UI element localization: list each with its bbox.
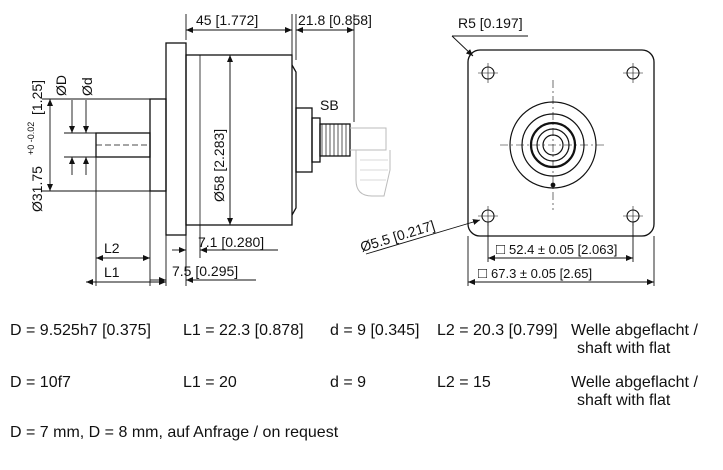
spec-row-2-L2: L2 = 15 xyxy=(437,374,491,391)
spec-row-1: D = 9.525h7 [0.375] L1 = 22.3 [0.878] d … xyxy=(0,322,723,366)
dimension-21-8 xyxy=(295,14,355,122)
flange xyxy=(165,42,187,236)
connector-sb xyxy=(295,107,391,197)
dimension-r5 xyxy=(451,35,528,57)
spec-row-1-note-line-2: shaft with flat xyxy=(577,340,671,357)
shaft-hub xyxy=(149,98,167,192)
label-D: ØD xyxy=(53,75,69,96)
front-centerlines xyxy=(500,80,606,210)
square-symbol-52: □ xyxy=(496,241,505,258)
label-52-4: 52.4 ± 0.05 [2.063] xyxy=(509,242,617,257)
label-sb: SB xyxy=(320,97,339,113)
spec-row-1-note-line-1: Welle abgeflacht / xyxy=(571,322,698,339)
dimension-7-5 xyxy=(150,235,256,286)
spec-row-2-L1: L1 = 20 xyxy=(183,374,237,391)
dimension-67-3 xyxy=(467,236,655,286)
label-r5: R5 [0.197] xyxy=(458,15,523,31)
label-5-5: Ø5.5 [0.217] xyxy=(358,217,436,255)
housing-body xyxy=(185,54,297,226)
spec-row-1-L1: L1 = 22.3 [0.878] xyxy=(183,322,304,339)
side-view xyxy=(42,14,391,286)
label-21-8: 21.8 [0.858] xyxy=(298,12,372,28)
label-31-75: Ø31.75 xyxy=(29,166,45,212)
flange-square xyxy=(467,49,655,237)
spec-row-2-note-line-2: shaft with flat xyxy=(577,392,671,409)
dimension-L2 xyxy=(95,157,151,286)
spec-row-2-note: Welle abgeflacht / shaft with flat xyxy=(571,374,698,410)
spec-row-1-d: d = 9 [0.345] xyxy=(330,322,420,339)
label-7-1: 7.1 [0.280] xyxy=(198,234,264,250)
label-45: 45 [1.772] xyxy=(196,12,258,28)
spec-row-1-D: D = 9.525h7 [0.375] xyxy=(10,322,151,339)
square-symbol-67: □ xyxy=(478,265,487,282)
label-d: Ød xyxy=(79,77,95,96)
dimension-D xyxy=(64,100,96,175)
dimension-5-5 xyxy=(365,219,481,255)
shaft xyxy=(95,132,151,158)
dimension-52-4 xyxy=(487,222,634,262)
mounting-holes xyxy=(478,63,643,226)
dimension-45 xyxy=(185,14,293,55)
spec-row-1-note: Welle abgeflacht / shaft with flat xyxy=(571,322,698,358)
spec-row-2: D = 10f7 L1 = 20 d = 9 L2 = 15 Welle abg… xyxy=(0,374,723,418)
spec-row-1-L2: L2 = 20.3 [0.799] xyxy=(437,322,558,339)
spec-row-2-D: D = 10f7 xyxy=(10,374,71,391)
front-view xyxy=(365,35,655,286)
footer-note: D = 7 mm, D = 8 mm, auf Anfrage / on req… xyxy=(10,424,339,441)
spec-row-2-d: d = 9 xyxy=(330,374,367,391)
dimension-7-1 xyxy=(172,225,278,262)
label-31-75-tolerance: +0 -0.02 xyxy=(26,122,36,155)
label-L1: L1 xyxy=(104,264,120,280)
label-7-5: 7.5 [0.295] xyxy=(172,263,238,279)
label-L2: L2 xyxy=(104,240,120,256)
label-67-3: 67.3 ± 0.05 [2.65] xyxy=(491,266,592,281)
label-31-75-inch: [1.25] xyxy=(29,80,45,115)
spec-row-2-note-line-1: Welle abgeflacht / xyxy=(571,374,698,391)
technical-drawing: 45 [1.772] 21.8 [0.858] SB Ø31.75 +0 -0.… xyxy=(26,12,655,286)
label-58: Ø58 [2.283] xyxy=(211,129,227,202)
